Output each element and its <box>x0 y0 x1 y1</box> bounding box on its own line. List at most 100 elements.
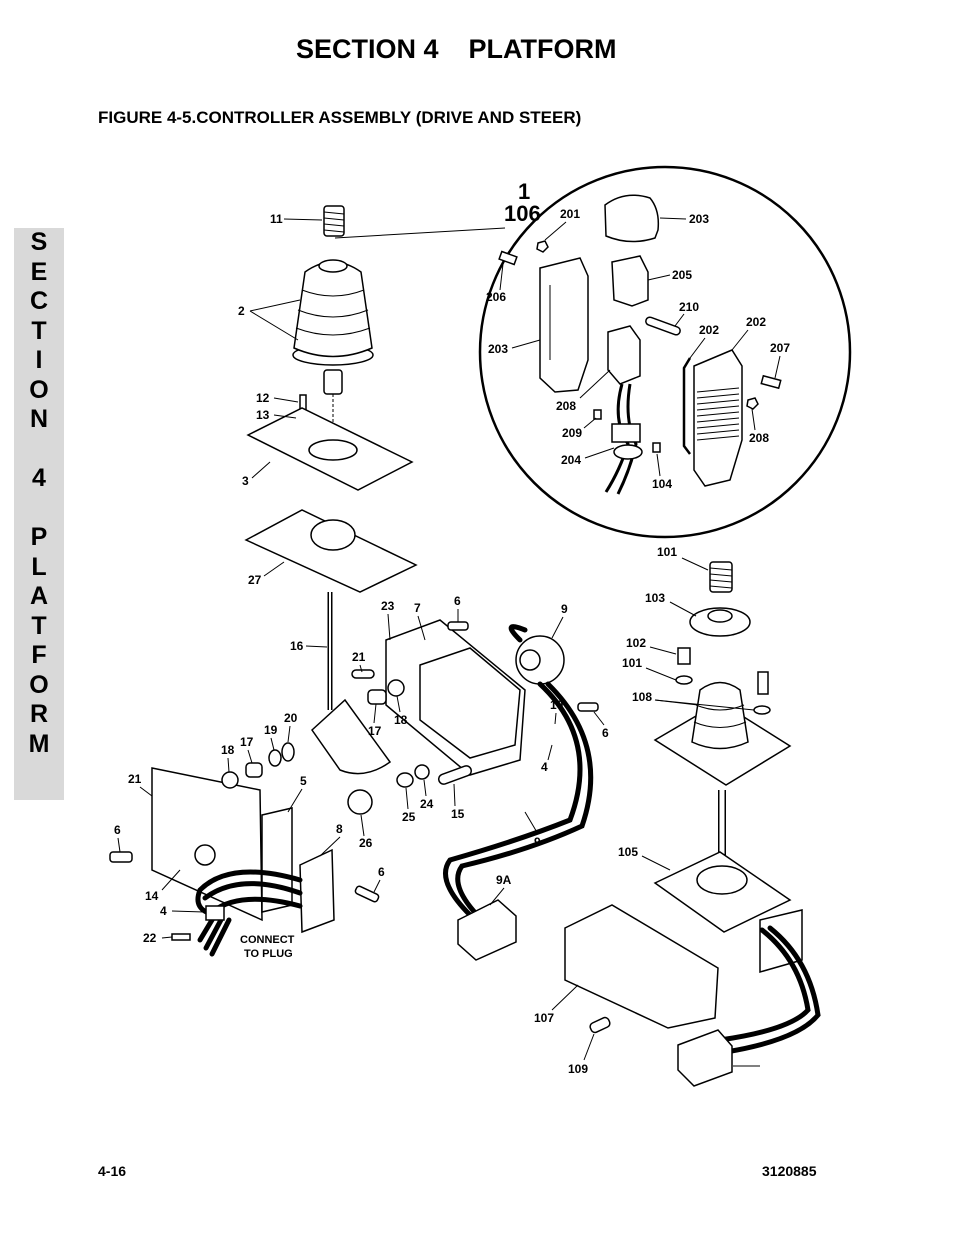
leader <box>551 616 564 639</box>
bracket-5 <box>261 807 293 913</box>
wire-bundle-detail <box>616 383 638 495</box>
screw-22 <box>171 933 191 941</box>
leader <box>319 836 341 857</box>
leader <box>583 1033 595 1061</box>
tab-letter: S <box>30 228 48 256</box>
callout-206: 205 <box>672 268 692 282</box>
housing-202 <box>539 257 589 393</box>
leader <box>689 337 706 359</box>
leader <box>649 646 677 655</box>
leader <box>387 613 391 641</box>
leader <box>161 869 181 891</box>
drive-controller-assembly <box>109 205 599 961</box>
wire-harness <box>195 869 303 918</box>
washer-102b <box>753 705 771 715</box>
callout-203-right: 207 <box>770 341 790 355</box>
boot-fold <box>693 721 747 728</box>
detail-ref-bottom: 106 <box>504 201 541 226</box>
harness-109 <box>723 925 821 1055</box>
leader <box>287 725 291 743</box>
nut-204 <box>536 240 549 253</box>
callout-103: 102 <box>626 636 646 650</box>
screw-203 <box>498 250 518 266</box>
callout-18-left: 18 <box>221 743 235 757</box>
callout-8: 8 <box>336 822 343 836</box>
rubber-boot-2 <box>292 259 374 366</box>
callout-15: 15 <box>451 807 465 821</box>
microswitch-207 <box>607 325 641 385</box>
terminal-block-8 <box>299 848 335 934</box>
leader <box>373 879 381 893</box>
leader <box>579 369 611 399</box>
callout-17-left: 17 <box>240 735 254 749</box>
callout-5: 5 <box>300 774 307 788</box>
leader <box>656 453 661 477</box>
callout-27: 27 <box>248 573 262 587</box>
tab-letter: 4 <box>32 464 46 492</box>
washer-24 <box>414 764 430 780</box>
callout-13: 13 <box>256 408 270 422</box>
wire-harness <box>202 881 303 901</box>
callout-205: 210 <box>679 300 699 314</box>
cable-9 <box>443 681 583 918</box>
callout-21-top: 21 <box>352 650 366 664</box>
callout-6-left: 6 <box>114 823 121 837</box>
side-section-tab: S E C T I O N 4 P L A T F O R M <box>14 228 64 800</box>
callout-11: 11 <box>270 212 283 226</box>
washer-19 <box>268 749 282 767</box>
cam-108 <box>696 865 748 895</box>
leader <box>641 855 671 871</box>
leader <box>654 699 755 711</box>
callout-labels: 11 2 12 13 3 27 16 23 7 6 9 21 18 17 10 … <box>114 212 760 1076</box>
callout-2: 2 <box>238 304 245 318</box>
screw-103b <box>757 671 769 695</box>
callout-9-mid: 9 <box>534 835 541 849</box>
spring-clip-210 <box>682 357 692 455</box>
screw-107 <box>589 1016 611 1034</box>
housing-threads <box>696 387 740 441</box>
standoff-15 <box>437 765 473 785</box>
leader <box>551 984 579 1011</box>
wire-ends <box>197 912 232 957</box>
bracket-plate-7 <box>419 647 521 759</box>
callout-6-top: 6 <box>454 594 461 608</box>
callout-107: 109 <box>568 1062 588 1076</box>
plug-109 <box>677 1029 733 1087</box>
wire-bundle-detail <box>604 383 630 493</box>
leader <box>270 737 275 751</box>
tab-letter: T <box>31 611 47 640</box>
callout-202-left: 203 <box>488 342 508 356</box>
leader <box>593 711 605 726</box>
callout-24: 24 <box>420 797 434 811</box>
leader <box>499 263 504 291</box>
tab-letter: M <box>28 729 50 758</box>
nut-204-right <box>746 397 759 410</box>
callout-26: 26 <box>359 836 373 850</box>
switch-206 <box>611 255 649 307</box>
leader <box>669 601 697 617</box>
leader <box>645 667 677 681</box>
knob-201 <box>604 194 660 243</box>
cap-top <box>707 609 733 623</box>
tab-letter: I <box>35 346 43 374</box>
leader <box>584 447 615 459</box>
callout-6-right: 6 <box>602 726 609 740</box>
spring-104 <box>709 561 733 593</box>
tab-letter: P <box>30 523 48 551</box>
cable-9 <box>455 681 594 921</box>
tab-letter: E <box>30 257 48 286</box>
callout-3: 3 <box>242 474 249 488</box>
callout-208-left: 209 <box>562 426 582 440</box>
setscrew-208 <box>652 442 661 453</box>
leader <box>227 757 230 773</box>
tab-letter: F <box>31 641 47 669</box>
pin-21 <box>351 669 375 679</box>
connect-to-plug-line1: CONNECT <box>240 934 295 946</box>
housing-202-right <box>693 349 743 487</box>
figure-title: FIGURE 4-5.CONTROLLER ASSEMBLY (DRIVE AN… <box>98 108 582 127</box>
leader <box>283 218 323 221</box>
callout-101-top: 103 <box>645 591 665 605</box>
callout-101-mid: 108 <box>632 690 652 704</box>
callout-12: 12 <box>256 391 270 405</box>
